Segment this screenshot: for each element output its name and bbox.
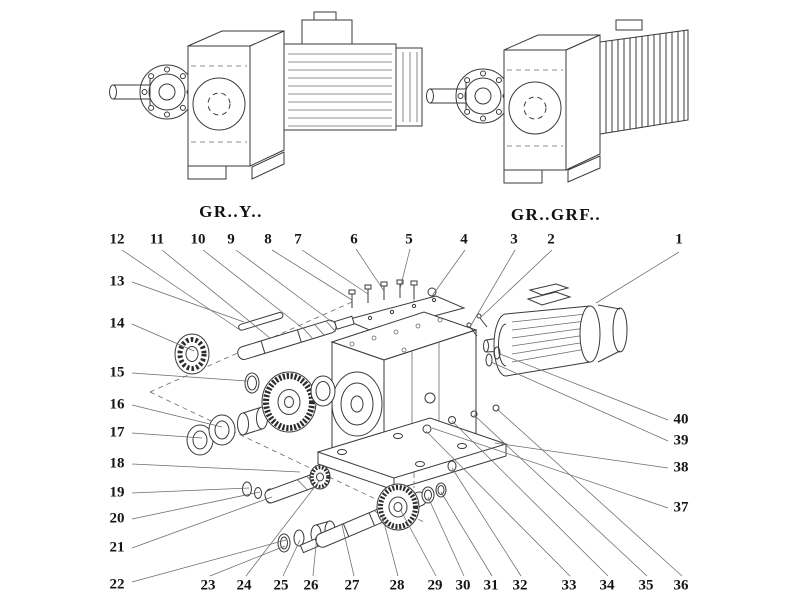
- callout-3: 3: [510, 231, 518, 248]
- callout-40: 40: [673, 411, 689, 428]
- callout-6: 6: [350, 231, 358, 248]
- callout-37: 37: [673, 499, 689, 516]
- flange-screws-and-washers: [466, 313, 501, 367]
- exploded-view-drawing: [149, 279, 628, 554]
- callout-27: 27: [344, 577, 360, 594]
- retaining-ring: [244, 372, 260, 394]
- callout-23: 23: [200, 577, 216, 594]
- intermediate-gear: [309, 464, 331, 490]
- callout-7: 7: [294, 231, 302, 248]
- callout-39: 39: [673, 432, 689, 449]
- leader-lines: [121, 248, 683, 583]
- callout-17: 17: [109, 424, 125, 441]
- callout-4: 4: [460, 231, 468, 248]
- base-plate: [316, 417, 508, 491]
- bearing-pair: [186, 414, 236, 456]
- large-gear: [261, 371, 317, 433]
- callout-35: 35: [638, 577, 654, 594]
- callout-10: 10: [190, 231, 206, 248]
- callout-2: 2: [547, 231, 555, 248]
- variant-label-gr-grf: GR..GRF..: [510, 205, 602, 224]
- callout-9: 9: [227, 231, 235, 248]
- input-shaft: [237, 315, 355, 360]
- callout-38: 38: [673, 459, 689, 476]
- top-fastener-bolts: [348, 279, 418, 308]
- callout-29: 29: [427, 577, 443, 594]
- callout-33: 33: [561, 577, 577, 594]
- gr-y-assembled-drawing: [109, 11, 423, 180]
- callout-18: 18: [109, 455, 125, 472]
- callout-24: 24: [236, 577, 252, 594]
- callout-13: 13: [109, 273, 125, 290]
- callout-16: 16: [109, 396, 125, 413]
- callout-32: 32: [512, 577, 528, 594]
- callout-22: 22: [109, 576, 125, 593]
- input-bearing: [174, 333, 210, 375]
- callout-5: 5: [405, 231, 413, 248]
- callout-21: 21: [109, 539, 125, 556]
- callout-8: 8: [264, 231, 272, 248]
- callout-19: 19: [109, 484, 125, 501]
- callout-28: 28: [389, 577, 405, 594]
- callout-12: 12: [109, 231, 125, 248]
- callout-15: 15: [109, 364, 125, 381]
- output-rings: [421, 482, 447, 504]
- callout-31: 31: [483, 577, 499, 594]
- callout-26: 26: [303, 577, 319, 594]
- output-gear: [376, 483, 420, 531]
- callout-11: 11: [149, 231, 165, 248]
- plug-fittings: [422, 404, 500, 472]
- gr-grf-assembled-drawing: [426, 19, 689, 184]
- callout-36: 36: [673, 577, 689, 594]
- callout-34: 34: [599, 577, 615, 594]
- motor-assembly: [483, 283, 628, 377]
- callout-20: 20: [109, 510, 125, 527]
- shaft-key: [238, 311, 284, 331]
- variant-label-gr-y: GR..Y..: [199, 202, 263, 221]
- callout-14: 14: [109, 315, 125, 332]
- callout-1: 1: [675, 231, 683, 248]
- callout-25: 25: [273, 577, 289, 594]
- support-ring: [310, 375, 336, 407]
- callout-30: 30: [455, 577, 471, 594]
